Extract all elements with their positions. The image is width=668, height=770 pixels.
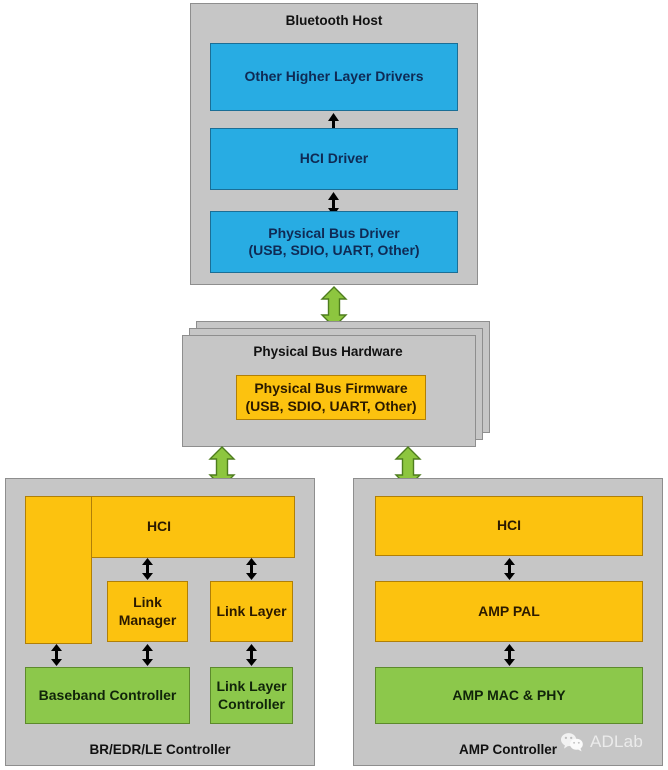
hci-block-bredr-seam xyxy=(26,497,89,641)
link-layer-box: Link Layer xyxy=(210,581,293,642)
amp-controller-title: AMP Controller xyxy=(458,741,557,757)
arrow-link-layer-to-link-layer-controller xyxy=(245,644,258,666)
link-layer-controller-line1: Link Layer xyxy=(216,678,287,695)
watermark-text: ADLab xyxy=(590,732,643,751)
physical-bus-hardware-title: Physical Bus Hardware xyxy=(253,343,403,359)
physical-bus-firmware-line2: (USB, SDIO, UART, Other) xyxy=(245,397,417,414)
amp-hci-box: HCI xyxy=(375,496,643,556)
baseband-controller-box: Baseband Controller xyxy=(25,667,190,724)
arrow-hci-to-link-manager xyxy=(141,558,154,580)
physical-bus-firmware-line1: Physical Bus Firmware xyxy=(254,380,408,397)
arrow-link-manager-to-baseband-controller xyxy=(141,644,154,666)
other-higher-layer-drivers-box: Other Higher Layer Drivers xyxy=(210,43,458,111)
arrow-hci-driver-to-bus-driver xyxy=(327,192,340,216)
arrow-amp-pal-to-amp-mac-phy xyxy=(503,644,516,666)
physical-bus-driver-box: Physical Bus Driver (USB, SDIO, UART, Ot… xyxy=(210,211,458,273)
link-manager-line2: Manager xyxy=(118,611,177,628)
physical-bus-driver-line2: (USB, SDIO, UART, Other) xyxy=(248,242,420,258)
physical-bus-driver-line1: Physical Bus Driver xyxy=(268,224,400,241)
amp-mac-phy-box: AMP MAC & PHY xyxy=(375,667,643,724)
bredr-le-controller-title: BR/EDR/LE Controller xyxy=(89,741,231,757)
arrow-hci-to-link-layer xyxy=(245,558,258,580)
watermark: ADLab xyxy=(560,732,643,752)
link-manager-box: Link Manager xyxy=(107,581,188,642)
link-layer-controller-line2: Controller xyxy=(218,695,285,712)
bluetooth-host-title: Bluetooth Host xyxy=(285,12,383,28)
amp-pal-box: AMP PAL xyxy=(375,581,643,642)
arrow-hci-to-baseband-controller xyxy=(50,644,63,666)
hci-driver-box: HCI Driver xyxy=(210,128,458,190)
link-manager-line1: Link xyxy=(133,594,162,611)
physical-bus-firmware-box: Physical Bus Firmware (USB, SDIO, UART, … xyxy=(236,375,426,420)
link-layer-controller-box: Link Layer Controller xyxy=(210,667,293,724)
hci-label-bredr: HCI xyxy=(146,518,172,534)
wechat-icon xyxy=(560,732,584,752)
arrow-amp-hci-to-amp-pal xyxy=(503,558,516,580)
